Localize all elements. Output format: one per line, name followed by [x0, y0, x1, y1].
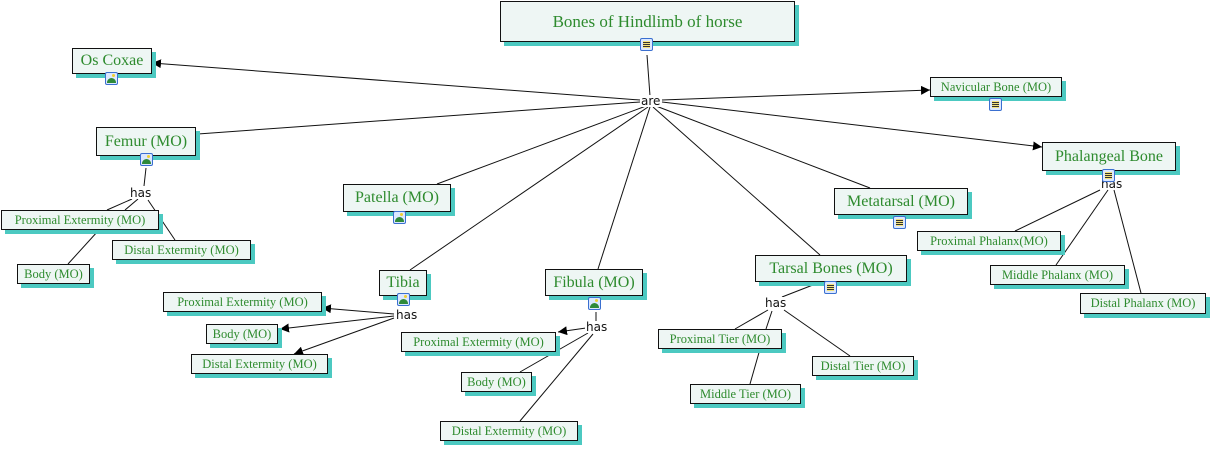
- linking-phrase-are[interactable]: are: [640, 94, 662, 108]
- concept-fibula-proximal[interactable]: Proximal Extermity (MO): [401, 332, 556, 352]
- concept-phalangeal-bone[interactable]: Phalangeal Bone: [1042, 142, 1176, 171]
- concept-tibia-body[interactable]: Body (MO): [206, 324, 278, 344]
- concept-proximal-tier[interactable]: Proximal Tier (MO): [658, 329, 782, 349]
- linking-phrase-has[interactable]: has: [764, 296, 788, 310]
- image-icon[interactable]: [397, 293, 410, 306]
- concept-proximal-phalanx[interactable]: Proximal Phalanx(MO): [917, 231, 1061, 251]
- concept-fibula-body[interactable]: Body (MO): [461, 372, 532, 392]
- concept-fibula[interactable]: Fibula (MO): [545, 269, 643, 296]
- concept-femur-body[interactable]: Body (MO): [17, 264, 90, 284]
- concept-os-coxae[interactable]: Os Coxae: [72, 48, 152, 74]
- document-icon[interactable]: [1102, 169, 1115, 182]
- document-icon[interactable]: [989, 98, 1002, 111]
- concept-patella[interactable]: Patella (MO): [343, 184, 451, 212]
- concept-femur[interactable]: Femur (MO): [96, 127, 196, 156]
- concept-distal-tier[interactable]: Distal Tier (MO): [812, 356, 914, 376]
- image-icon[interactable]: [588, 297, 601, 310]
- concept-distal-phalanx[interactable]: Distal Phalanx (MO): [1080, 293, 1206, 314]
- image-icon[interactable]: [140, 153, 153, 166]
- concept-metatarsal[interactable]: Metatarsal (MO): [834, 188, 968, 215]
- document-icon[interactable]: [893, 216, 906, 229]
- concept-middle-tier[interactable]: Middle Tier (MO): [690, 384, 801, 404]
- concept-middle-phalanx[interactable]: Middle Phalanx (MO): [990, 265, 1125, 285]
- concept-femur-proximal[interactable]: Proximal Extermity (MO): [1, 210, 159, 230]
- concept-navicular-bone[interactable]: Navicular Bone (MO): [930, 77, 1062, 97]
- concept-tarsal-bones[interactable]: Tarsal Bones (MO): [755, 255, 907, 282]
- document-icon[interactable]: [640, 38, 653, 51]
- concept-tibia-proximal[interactable]: Proximal Extermity (MO): [163, 292, 322, 312]
- image-icon[interactable]: [105, 72, 118, 85]
- linking-phrase-has[interactable]: has: [129, 186, 153, 200]
- linking-phrase-has[interactable]: has: [585, 320, 609, 334]
- document-icon[interactable]: [824, 281, 837, 294]
- concept-tibia-distal[interactable]: Distal Extermity (MO): [191, 354, 328, 374]
- linking-phrase-has[interactable]: has: [395, 308, 419, 322]
- concept-title[interactable]: Bones of Hindlimb of horse: [500, 1, 795, 42]
- image-icon[interactable]: [393, 211, 406, 224]
- concept-fibula-distal[interactable]: Distal Extermity (MO): [440, 421, 578, 441]
- concept-femur-distal[interactable]: Distal Extermity (MO): [112, 240, 251, 260]
